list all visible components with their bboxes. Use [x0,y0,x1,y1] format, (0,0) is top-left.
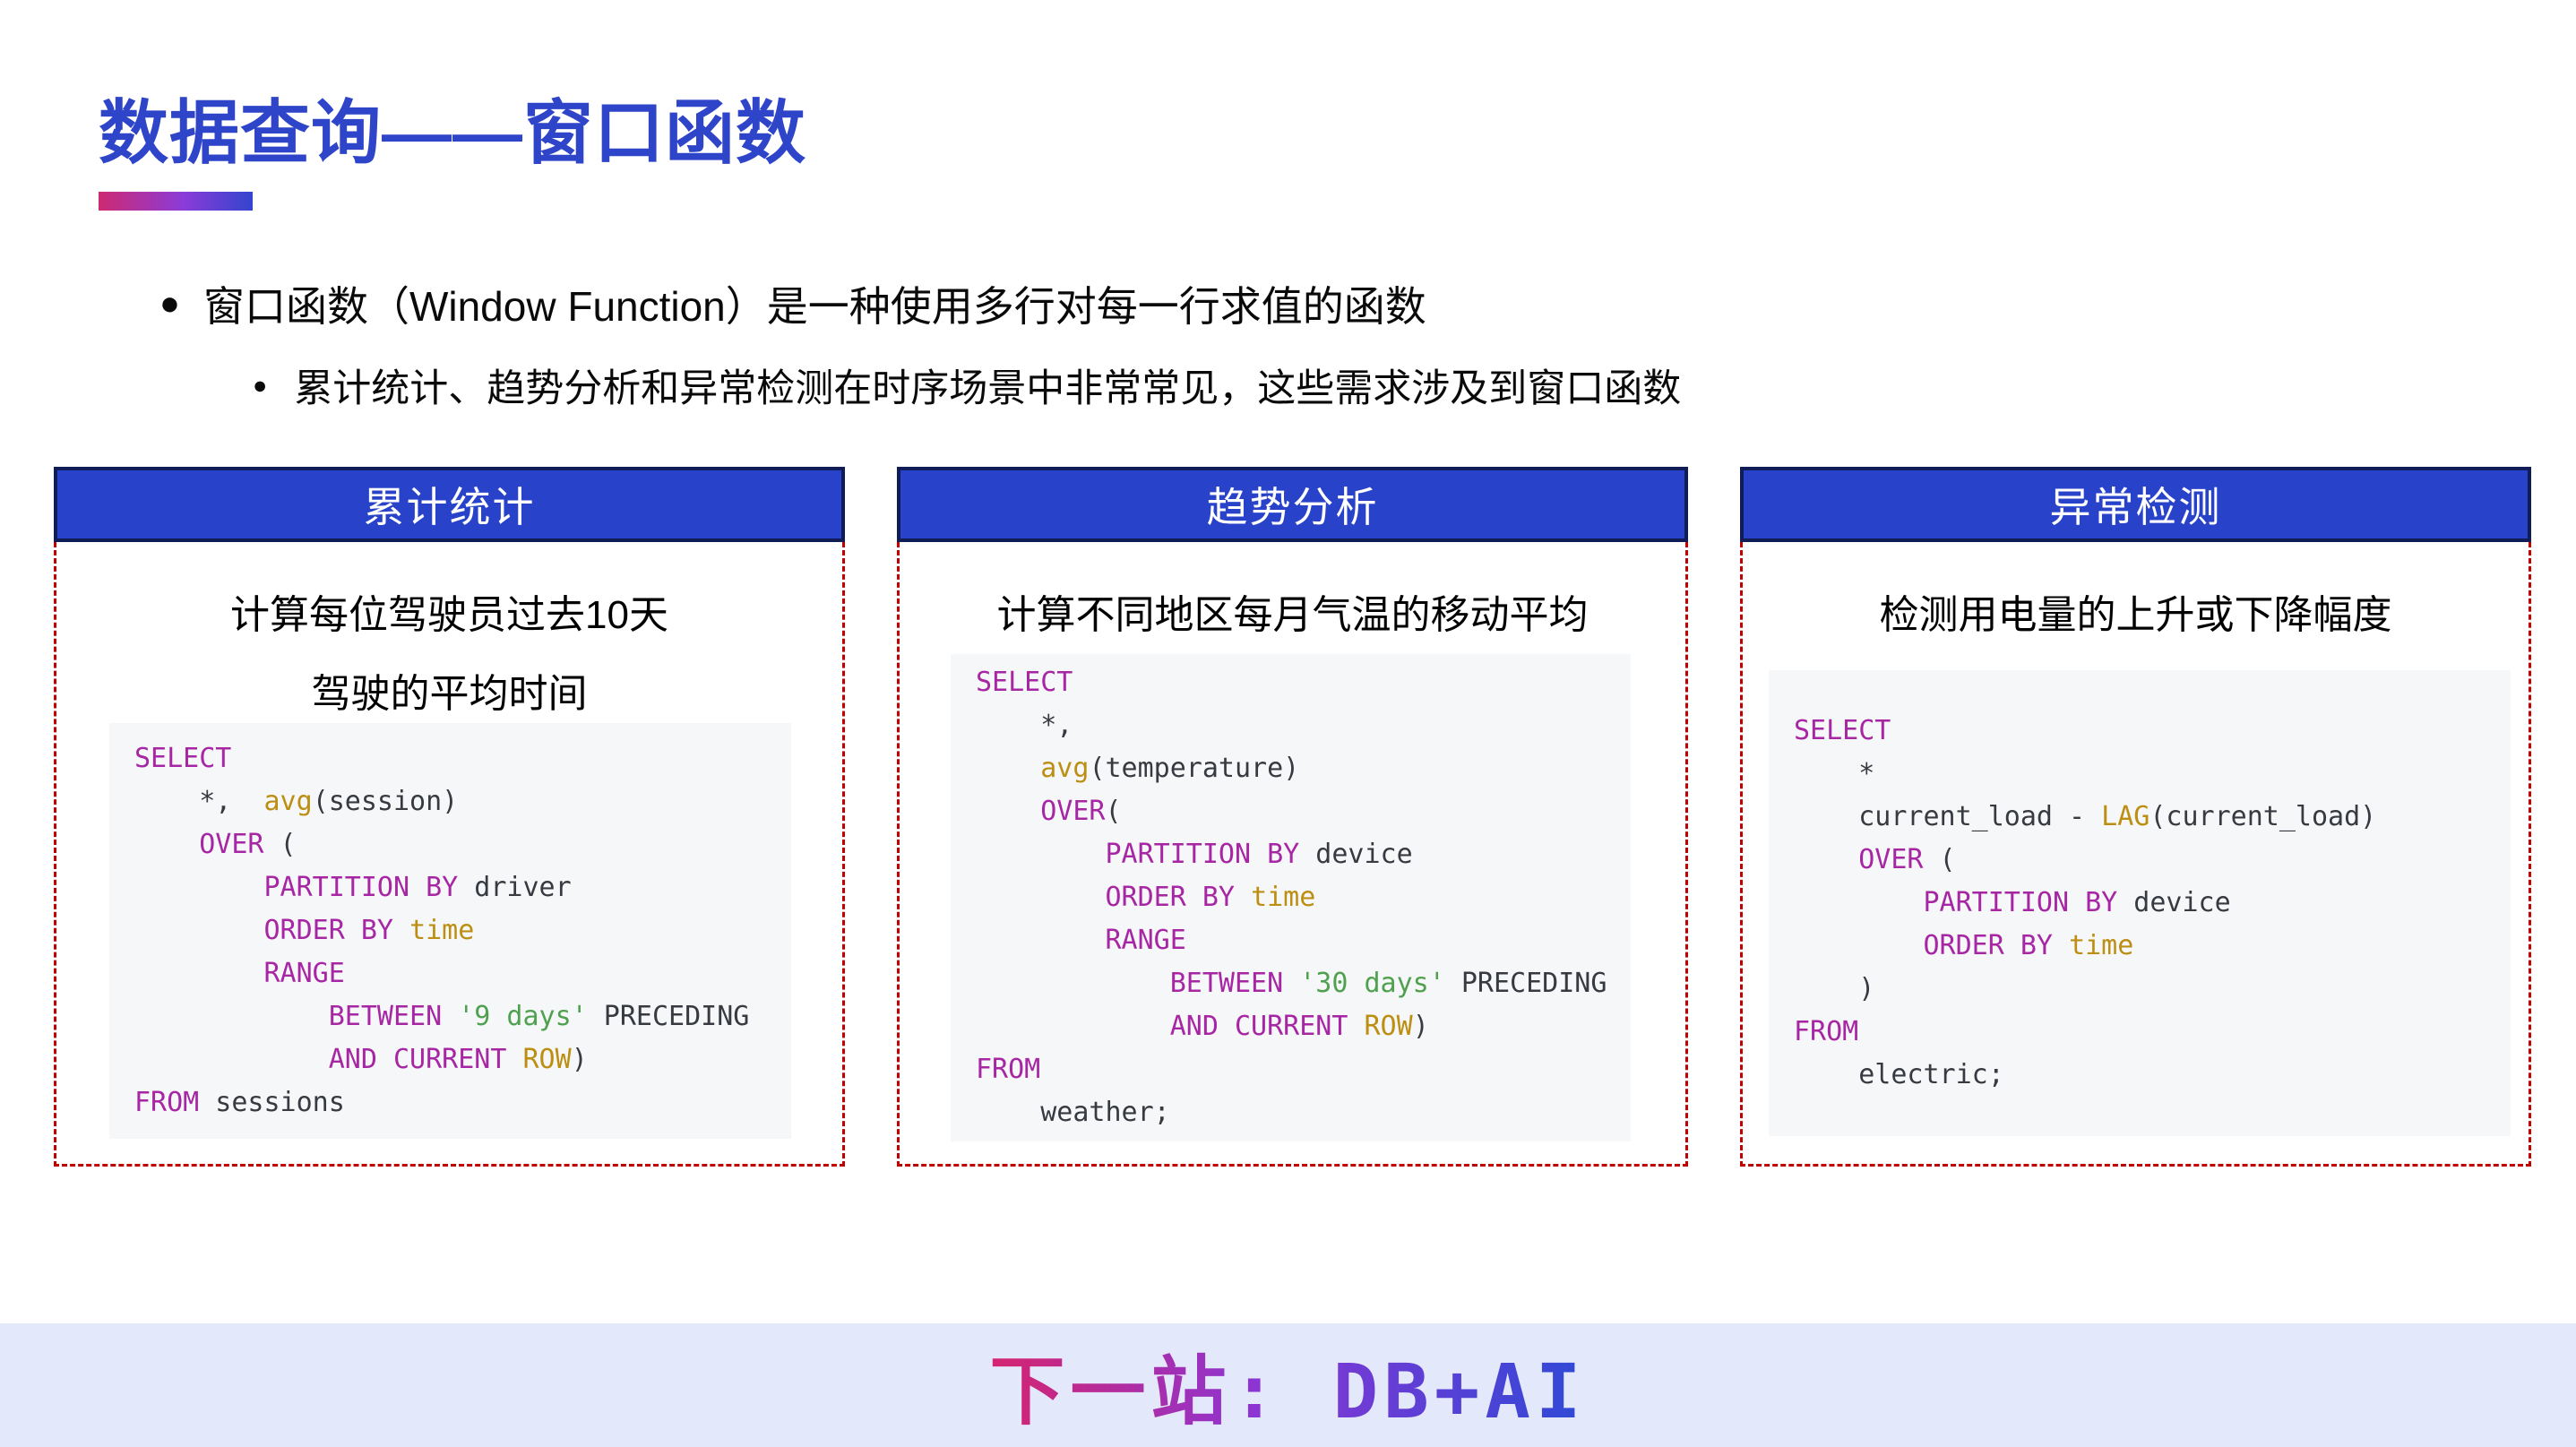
footer-text: 下一站: DB+AI [989,1331,1586,1440]
panel-body: 计算每位驾驶员过去10天 驾驶的平均时间 SELECT *, avg(sessi… [54,542,845,1167]
panel-description: 计算不同地区每月气温的移动平均 [996,593,1589,637]
bullet-level-1: ● 窗口函数（Window Function）是一种使用多行对每一行求值的函数 [159,274,1426,333]
bullet-icon: ● [159,285,180,323]
panel-body: 计算不同地区每月气温的移动平均 SELECT *, avg(temperatur… [897,542,1688,1167]
bullet-level-1-text: 窗口函数（Window Function）是一种使用多行对每一行求值的函数 [202,283,1426,330]
panel-cumulative-stats: 累计统计 计算每位驾驶员过去10天 驾驶的平均时间 SELECT *, avg(… [54,467,845,1167]
panel-header: 累计统计 [54,467,845,542]
title-accent-bar [99,192,253,211]
panel-trend-analysis: 趋势分析 计算不同地区每月气温的移动平均 SELECT *, avg(tempe… [897,467,1688,1167]
panel-description: 计算每位驾驶员过去10天 驾驶的平均时间 [230,593,668,716]
sql-code-block: SELECT *, avg(session) OVER ( PARTITION … [109,723,791,1139]
page-title: 数据查询——窗口函数 [99,93,807,172]
panel-anomaly-detection: 异常检测 检测用电量的上升或下降幅度 SELECT * current_load… [1740,467,2531,1167]
footer-band: 下一站: DB+AI [0,1323,2576,1447]
sql-code-block: SELECT * current_load - LAG(current_load… [1769,670,2511,1136]
panel-body: 检测用电量的上升或下降幅度 SELECT * current_load - LA… [1740,542,2531,1167]
panel-title: 趋势分析 [1206,484,1379,530]
bullet-level-2: ● 累计统计、趋势分析和异常检测在时序场景中非常常见，这些需求涉及到窗口函数 [253,357,1681,413]
panel-header: 趋势分析 [897,467,1688,542]
panels-row: 累计统计 计算每位驾驶员过去10天 驾驶的平均时间 SELECT *, avg(… [54,467,2531,1167]
panel-header: 异常检测 [1740,467,2531,542]
panel-title: 累计统计 [363,484,536,530]
panel-description: 检测用电量的上升或下降幅度 [1879,593,2392,637]
bullet-icon: ● [253,371,268,399]
bullet-level-2-text: 累计统计、趋势分析和异常检测在时序场景中非常常见，这些需求涉及到窗口函数 [294,368,1682,410]
sql-code-block: SELECT *, avg(temperature) OVER( PARTITI… [951,654,1631,1141]
panel-title: 异常检测 [2049,484,2222,530]
